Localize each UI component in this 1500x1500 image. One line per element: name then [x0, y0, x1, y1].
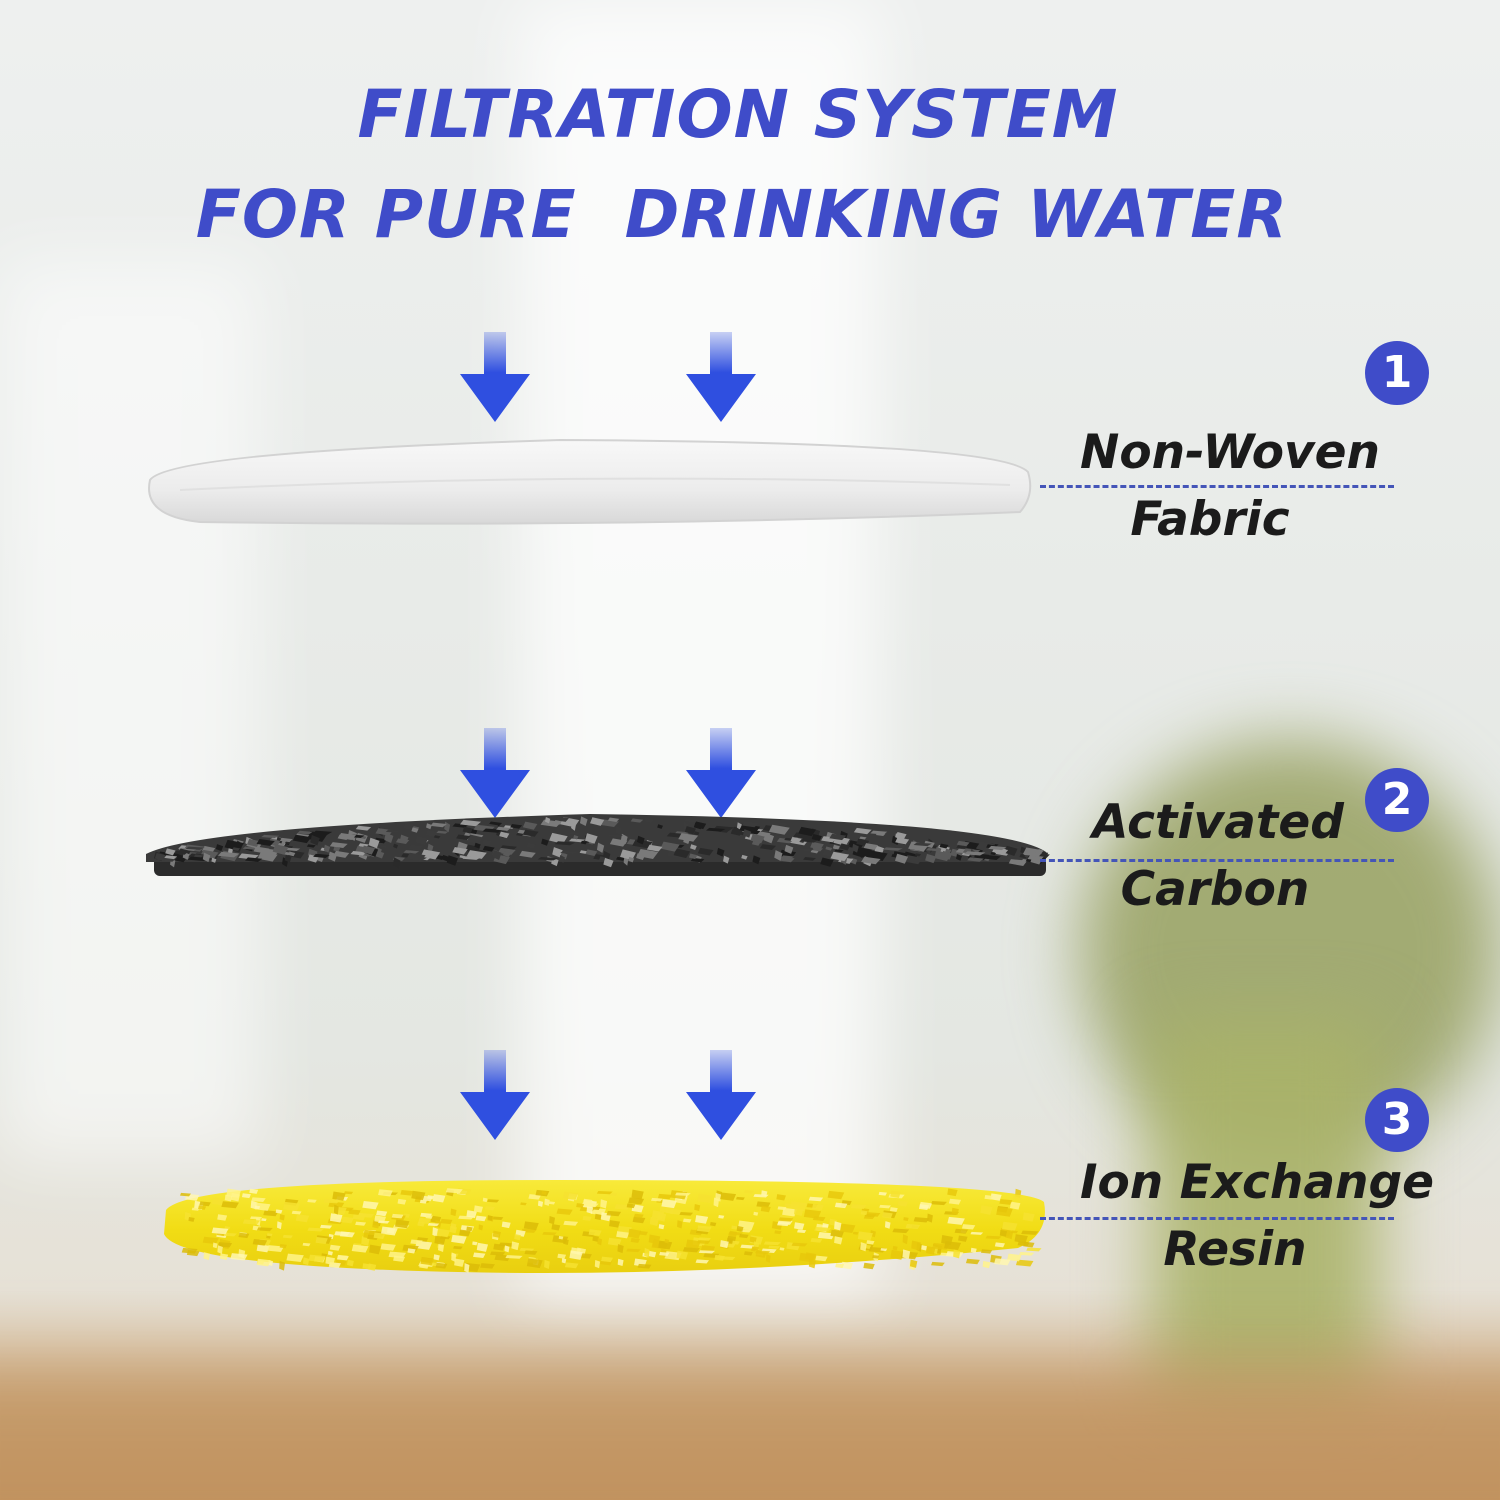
down-arrow-icon	[686, 728, 756, 818]
ion-exchange-resin-disc	[164, 1180, 1045, 1273]
down-arrow-icon	[460, 1050, 530, 1140]
layer-3-label-line-2: Resin	[1163, 1222, 1307, 1277]
layer-3-label-line-1: Ion Exchange	[1080, 1155, 1435, 1210]
background-window-light-left	[0, 260, 260, 1160]
layer-2-label-line-1: Activated	[1092, 795, 1344, 850]
background-window-light	[520, 0, 880, 1300]
title-line-2: FOR PURE DRINKING WATER	[195, 176, 1289, 253]
number-badge-3: 3	[1365, 1088, 1429, 1152]
down-arrow-icon	[460, 728, 530, 818]
layer-1-label-line-2: Fabric	[1130, 492, 1290, 547]
layer-2-leader-line	[1040, 859, 1394, 862]
layer-1-label-line-1: Non-Woven	[1080, 425, 1381, 480]
layer-2-label-line-2: Carbon	[1120, 862, 1310, 917]
layer-3-leader-line	[1040, 1217, 1394, 1220]
background-plant-pot	[1150, 1020, 1380, 1400]
layer-1-leader-line	[1040, 485, 1394, 488]
number-badge-1: 1	[1365, 341, 1429, 405]
number-badge-2: 2	[1365, 768, 1429, 832]
non-woven-fabric-disc	[148, 438, 1032, 525]
down-arrow-icon	[686, 332, 756, 422]
activated-carbon-layer	[146, 814, 1050, 876]
background-table-edge	[0, 1360, 1500, 1500]
title-line-1: FILTRATION SYSTEM	[357, 76, 1119, 153]
down-arrow-icon	[686, 1050, 756, 1140]
down-arrow-icon	[460, 332, 530, 422]
